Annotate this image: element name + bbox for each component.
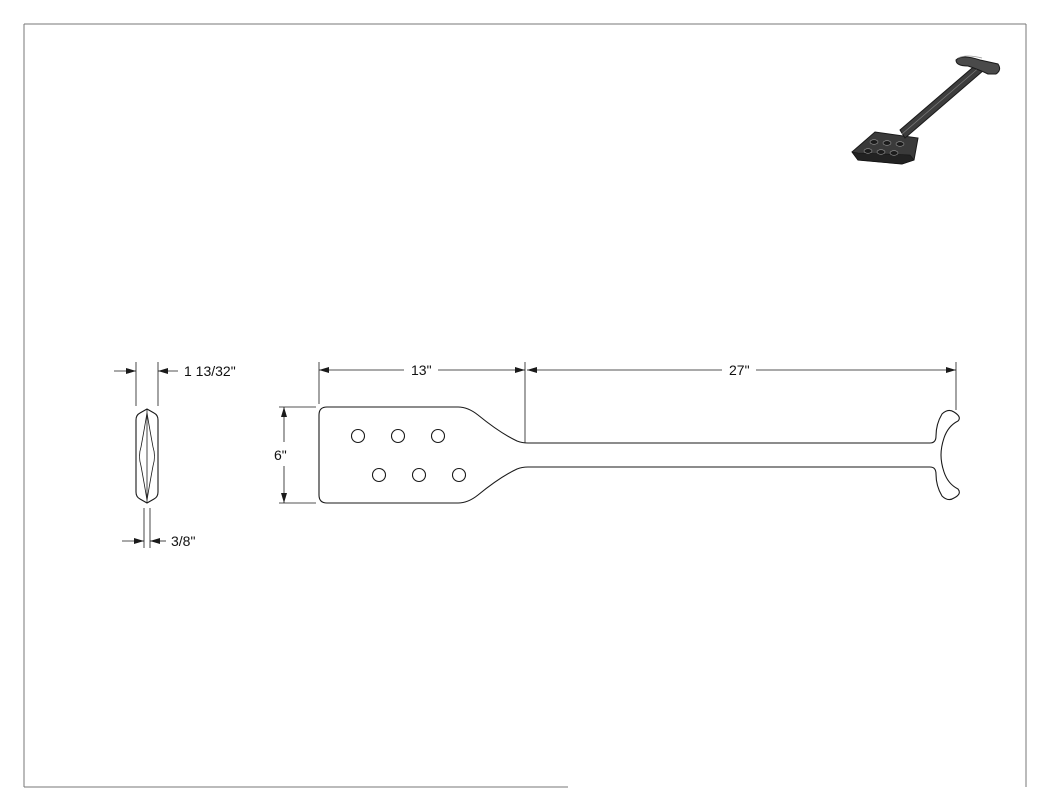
iso-holes <box>863 139 905 156</box>
dim-handle-length: 27" <box>729 362 750 378</box>
side-view: 1 13/32" 3/8" <box>114 362 236 549</box>
paddle-outline <box>318 406 960 504</box>
blade-holes <box>350 428 467 483</box>
iso-grip <box>955 56 1001 75</box>
front-view: 13" 27" 6" <box>274 362 960 504</box>
dim-blade-thickness: 3/8" <box>171 533 195 549</box>
dim-blade-length: 13" <box>411 362 432 378</box>
dim-overall-thickness: 1 13/32" <box>184 363 236 379</box>
dim-blade-width: 6" <box>274 447 287 463</box>
isometric-view <box>851 55 1001 165</box>
sheet-frame <box>23 23 1027 788</box>
